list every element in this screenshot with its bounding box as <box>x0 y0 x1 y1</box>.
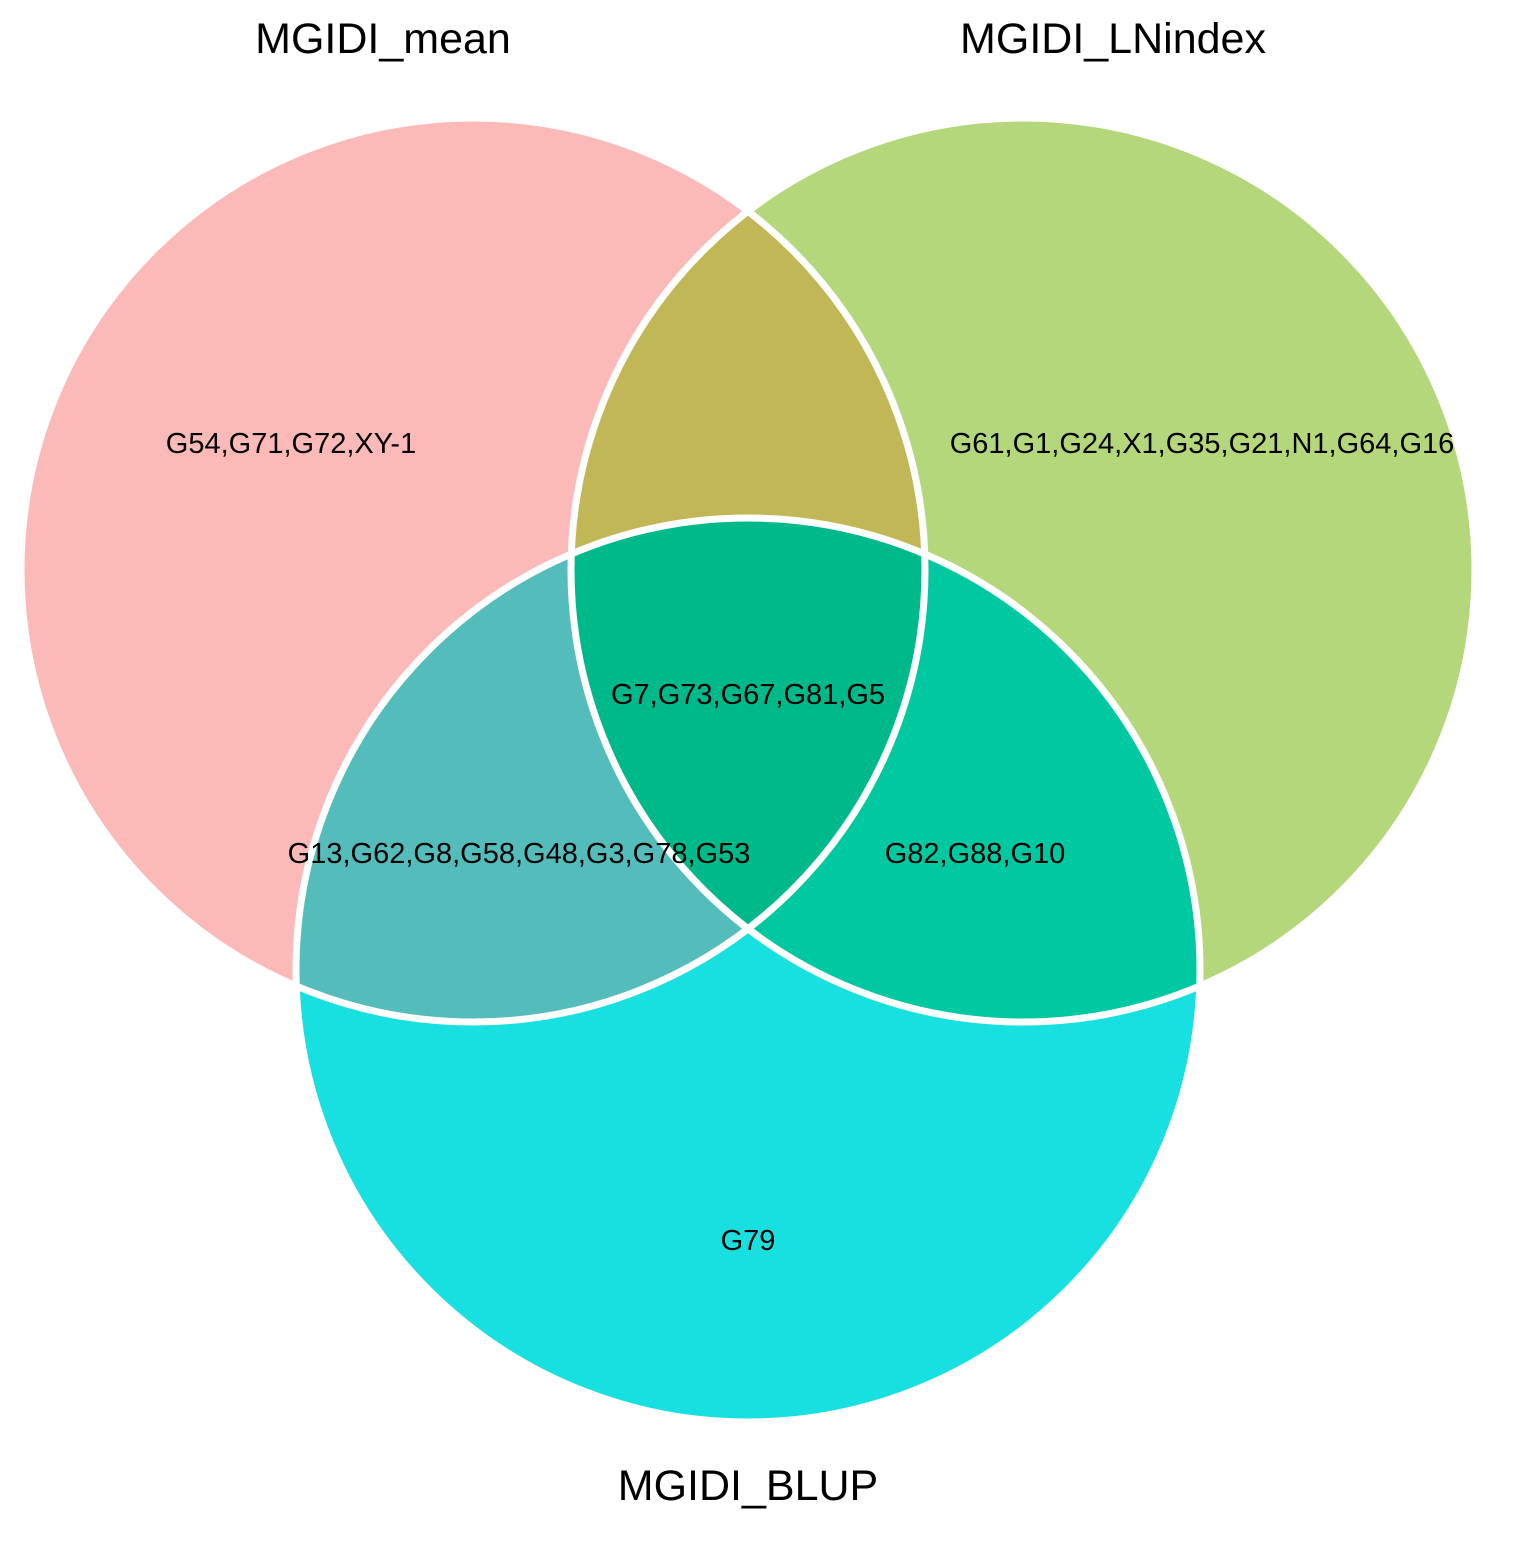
label-lnindex-blup: G82,G88,G10 <box>885 838 1066 870</box>
label-lnindex-only: G61,G1,G24,X1,G35,G21,N1,G64,G16 <box>950 428 1455 460</box>
outline-mgidi-blup <box>292 514 1204 1426</box>
set-title-mgidi-lnindex: MGIDI_LNindex <box>960 15 1266 63</box>
label-mean-only: G54,G71,G72,XY-1 <box>166 428 416 460</box>
set-title-mgidi-blup: MGIDI_BLUP <box>618 1462 878 1510</box>
label-all-three: G7,G73,G67,G81,G5 <box>611 679 885 711</box>
label-blup-only: G79 <box>721 1225 776 1257</box>
label-mean-blup: G13,G62,G8,G58,G48,G3,G78,G53 <box>288 838 751 870</box>
outline-mgidi-lnindex <box>567 114 1479 1026</box>
set-title-mgidi-mean: MGIDI_mean <box>255 15 511 63</box>
outline-mgidi-mean <box>17 114 929 1026</box>
